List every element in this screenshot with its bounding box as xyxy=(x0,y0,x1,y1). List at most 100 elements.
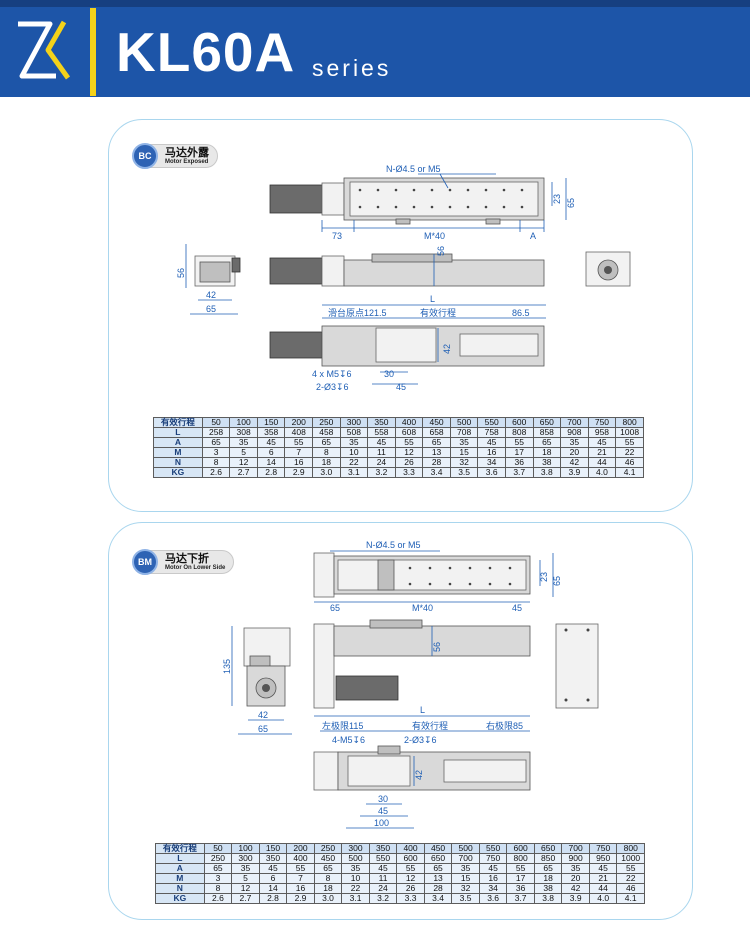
table-cell: 3.7 xyxy=(506,893,535,904)
table-cell: 35 xyxy=(451,863,480,874)
table-cell: 200 xyxy=(286,843,315,854)
dim-holes: N-Ø4.5 or M5 xyxy=(386,164,441,174)
end-view-left-bc: 56 42 65 xyxy=(176,244,241,315)
table-cell: 2.6 xyxy=(203,893,233,904)
dim-stroke: 有效行程 xyxy=(412,720,448,731)
dim-23: 23 xyxy=(539,572,549,582)
table-row-label: 有效行程 xyxy=(155,843,205,854)
table-cell: 2.8 xyxy=(258,893,288,904)
table-cell: 45 xyxy=(478,863,508,874)
table-cell: 55 xyxy=(396,863,425,874)
table-cell: 400 xyxy=(286,853,315,864)
table-cell: 21 xyxy=(588,873,618,884)
table-cell: 4.0 xyxy=(588,893,618,904)
dim-right-limit: 右极限85 xyxy=(486,720,523,731)
side-view-bm: 56 xyxy=(313,619,531,709)
dim-a: A xyxy=(530,231,536,241)
badge-code: BC xyxy=(132,143,158,169)
table-cell: 22 xyxy=(341,883,370,894)
dim-65v: 65 xyxy=(552,576,562,586)
dim-left-limit: 左极限115 xyxy=(322,720,363,731)
table-row-label: A xyxy=(155,863,205,874)
table-cell: 12 xyxy=(396,873,425,884)
table-cell: 850 xyxy=(533,853,563,864)
table-cell: 36 xyxy=(506,883,535,894)
table-cell: 11 xyxy=(368,873,398,884)
table-row-label: L xyxy=(155,853,205,864)
table-cell: 16 xyxy=(286,883,315,894)
table-cell: 55 xyxy=(286,863,315,874)
table-cell: 38 xyxy=(533,883,563,894)
table-cell: 450 xyxy=(313,853,343,864)
dim-42-bottom: 42 xyxy=(414,770,424,780)
table-cell: 34 xyxy=(478,883,508,894)
badge-label: 马达外露 Motor Exposed xyxy=(150,144,218,168)
table-cell: 14 xyxy=(258,883,288,894)
end-view-right-bm xyxy=(555,623,599,709)
dim-86: 86.5 xyxy=(512,308,530,318)
table-cell: 2.9 xyxy=(286,893,315,904)
table-cell: 6 xyxy=(258,873,288,884)
table-cell: 400 xyxy=(396,843,425,854)
table-cell: 600 xyxy=(506,843,535,854)
dim-l: L xyxy=(420,705,425,715)
table-cell: 750 xyxy=(478,853,508,864)
dim-holes: N-Ø4.5 or M5 xyxy=(366,540,421,550)
table-cell: 2.7 xyxy=(231,893,260,904)
table-cell: 13 xyxy=(423,873,453,884)
dim-42: 42 xyxy=(206,290,216,300)
dim-stroke: 有效行程 xyxy=(420,307,456,318)
table-cell: 250 xyxy=(313,843,343,854)
dim-30: 30 xyxy=(384,369,394,379)
table-cell: 350 xyxy=(368,843,398,854)
dim-45: 45 xyxy=(378,806,388,816)
dim-hole3: 2-Ø3↧6 xyxy=(316,382,349,392)
table-cell: 500 xyxy=(341,853,370,864)
dim-42: 42 xyxy=(258,710,268,720)
top-view-bc: 73 M*40 A N-Ø4.5 or M5 23 65 xyxy=(269,164,576,241)
dim-65: 65 xyxy=(206,304,216,314)
table-cell: 8 xyxy=(313,873,343,884)
badge-label-en: Motor Exposed xyxy=(165,158,209,165)
table-cell: 55 xyxy=(616,863,645,874)
table-cell: 8 xyxy=(203,883,233,894)
table-cell: 12 xyxy=(231,883,260,894)
badge-label-cn: 马达外露 xyxy=(165,146,209,159)
header-accent-bar xyxy=(90,8,96,96)
table-cell: 45 xyxy=(258,863,288,874)
table-cell: 10 xyxy=(341,873,370,884)
dim-m40: M*40 xyxy=(412,603,433,613)
page-header: KL60A series xyxy=(0,0,750,97)
table-row-label: KG xyxy=(155,893,205,904)
table-cell: 45 xyxy=(588,863,618,874)
badge-label-en: Motor On Lower Side xyxy=(165,564,226,571)
dim-m5: 4 x M5↧6 xyxy=(312,369,352,379)
table-cell: 46 xyxy=(616,883,645,894)
table-cell: 700 xyxy=(561,843,590,854)
dim-origin: 滑台原点121.5 xyxy=(328,307,387,318)
dim-m5: 4-M5↧6 xyxy=(332,735,365,745)
dim-56-side: 56 xyxy=(176,268,186,278)
table-cell: 44 xyxy=(588,883,618,894)
badge-code: BM xyxy=(132,549,158,575)
table-cell: 65 xyxy=(423,863,453,874)
table-cell: 3.8 xyxy=(533,893,563,904)
dim-30: 30 xyxy=(378,794,388,804)
table-cell: 7 xyxy=(286,873,315,884)
table-cell: 300 xyxy=(231,853,260,864)
bottom-view-bc: L 滑台原点121.5 有效行程 86.5 42 4 x M5↧6 30 2-Ø… xyxy=(269,294,546,392)
table-cell: 450 xyxy=(423,843,453,854)
dim-73: 73 xyxy=(332,231,342,241)
badge-label: 马达下折 Motor On Lower Side xyxy=(150,550,235,574)
dim-l: L xyxy=(430,294,435,304)
table-cell: 500 xyxy=(451,843,480,854)
side-view-bc: 56 xyxy=(269,246,545,287)
